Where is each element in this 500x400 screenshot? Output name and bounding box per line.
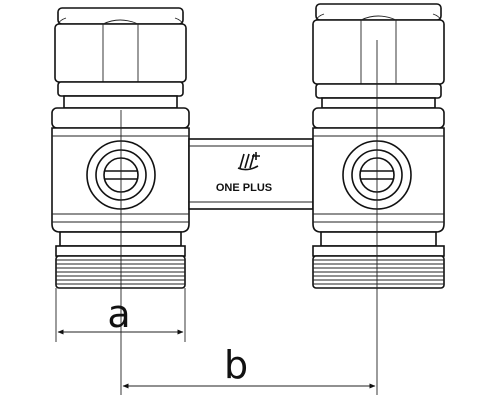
brand-label: ONE PLUS <box>216 182 272 194</box>
dimension-a-label: a <box>107 292 130 336</box>
left-thread <box>55 255 186 289</box>
right-valve <box>312 3 445 289</box>
dimension-b: b <box>122 343 376 389</box>
right-hex-nut <box>312 3 445 99</box>
right-thread <box>312 255 445 289</box>
connector-bridge: ONE PLUS <box>188 138 314 210</box>
left-valve <box>51 7 190 289</box>
brand-logo <box>237 152 260 171</box>
left-hex-nut <box>54 7 187 97</box>
left-body <box>51 107 190 233</box>
dimension-a: a <box>55 288 186 342</box>
right-body <box>312 107 445 233</box>
dimension-b-label: b <box>224 343 248 387</box>
